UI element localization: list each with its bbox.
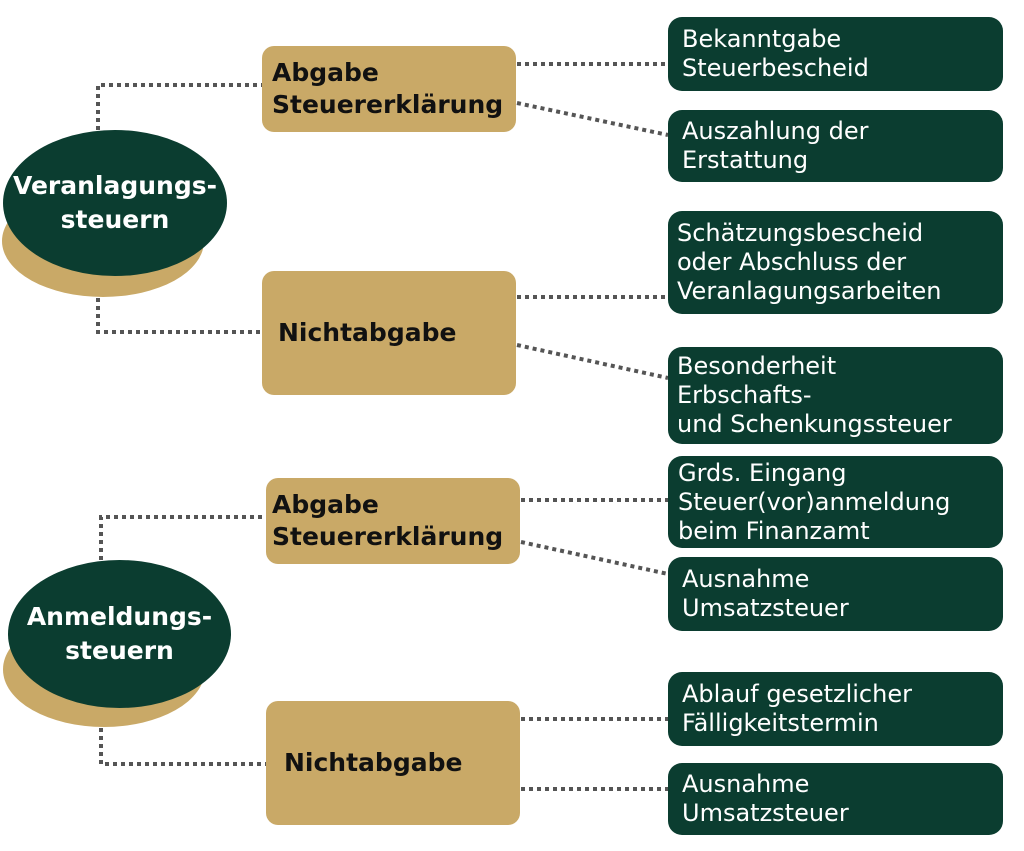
connector-line [520,540,669,576]
category-label-line: steuern [65,636,174,665]
outcome-line: Umsatzsteuer [682,594,849,622]
branch-abgabe-steuererklaerung: Abgabe Steuererklärung [262,46,516,132]
outcome-line: Fälligkeitstermin [682,709,879,737]
outcome-box: Ausnahme Umsatzsteuer [668,763,1003,835]
outcome-box: Ablauf gesetzlicher Fälligkeitstermin [668,672,1003,746]
branch-nichtabgabe: Nichtabgabe [262,271,516,395]
category-label-line: steuern [60,205,170,234]
branch-label-line: Steuererklärung [272,90,504,119]
connector-line [99,515,266,560]
connector-line [516,343,669,380]
outcome-line: Erbschafts- [677,381,812,409]
outcome-box: Ausnahme Umsatzsteuer [668,557,1003,631]
category-label-line: Veranlagungs- [12,171,218,200]
category-label-line: Anmeldungs- [26,602,213,631]
outcome-line: Besonderheit [677,352,837,380]
outcome-line: Umsatzsteuer [682,799,849,827]
outcome-box: Besonderheit Erbschafts- und Schenkungss… [668,347,1003,444]
connector-line [96,290,262,334]
branch-nichtabgabe: Nichtabgabe [266,701,520,825]
outcome-line: Steuer(vor)anmeldung [678,487,951,516]
outcome-box: Grds. Eingang Steuer(vor)anmeldung beim … [668,456,1003,548]
outcome-line: Steuerbescheid [682,54,869,82]
outcome-box: Auszahlung der Erstattung [668,110,1003,182]
branch-label-line: Abgabe [272,58,379,87]
category-ellipse: Anmeldungs- steuern [8,560,231,708]
branch-label-line: Nichtabgabe [284,748,463,777]
outcome-line: Ausnahme [682,565,810,593]
outcome-line: Ablauf gesetzlicher [682,680,912,708]
outcome-line: Grds. Eingang [678,458,847,487]
branch-label-line: Steuererklärung [272,522,504,551]
outcome-line: Schätzungsbescheid [677,219,924,247]
outcome-box: Schätzungsbescheid oder Abschluss der Ve… [668,211,1003,314]
outcome-line: beim Finanzamt [678,516,870,545]
connector-line [99,720,266,766]
branch-abgabe-steuererklaerung: Abgabe Steuererklärung [266,478,520,564]
connector-line [516,101,669,137]
branch-label-line: Nichtabgabe [278,318,457,347]
outcome-line: und Schenkungssteuer [677,410,952,438]
outcome-line: Auszahlung der [682,117,869,145]
outcome-line: Erstattung [682,146,809,174]
category-ellipse: Veranlagungs- steuern [3,130,227,276]
outcome-line: Bekanntgabe [682,25,842,53]
outcome-box: Bekanntgabe Steuerbescheid [668,17,1003,91]
outcome-line: Ausnahme [682,770,810,798]
connector-line [96,83,262,130]
outcome-line: Veranlagungsarbeiten [677,277,942,305]
branch-label-line: Abgabe [272,490,379,519]
outcome-line: oder Abschluss der [677,248,907,276]
